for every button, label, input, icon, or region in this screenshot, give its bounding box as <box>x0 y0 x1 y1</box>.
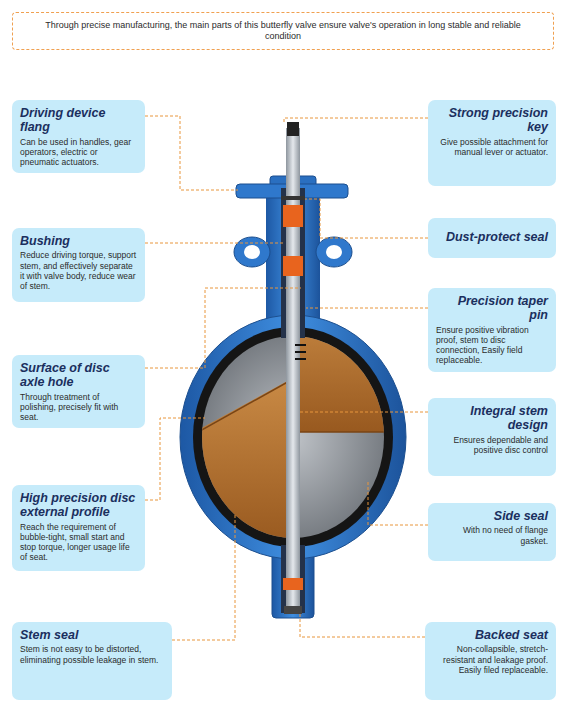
stem-cap <box>284 606 302 614</box>
leader-line <box>145 116 238 190</box>
callout-box: Integral stem designEnsures dependable a… <box>428 398 556 476</box>
leader-line <box>145 418 205 500</box>
callout-heading: Precision taper pin <box>436 294 548 323</box>
callout-text: Through treatment of polishing, precisel… <box>20 392 137 423</box>
callout-heading: Backed seat <box>433 628 548 642</box>
callout-box: Strong precision keyGive possible attach… <box>428 100 556 186</box>
callout-box: Driving device flangCan be used in handl… <box>12 100 145 173</box>
leader-line <box>284 118 428 124</box>
leader-line <box>305 199 428 238</box>
pin-mark <box>295 358 306 360</box>
callout-text: With no need of flange gasket. <box>436 525 548 545</box>
stem-key <box>287 122 299 136</box>
leader-line <box>145 243 283 244</box>
bushing <box>283 578 303 590</box>
callout-heading: Driving device flang <box>20 106 137 135</box>
callout-box: High precision disc external profileReac… <box>12 485 145 571</box>
lug-hole <box>244 245 260 259</box>
callout-heading: Integral stem design <box>436 404 548 433</box>
callout-text: Ensure positive vibration proof, stem to… <box>436 325 548 366</box>
callout-text: Stem is not easy to be distorted, elimin… <box>20 644 164 664</box>
callout-text: Give possible attachment for manual leve… <box>436 137 548 157</box>
callout-box: Backed seatNon-collapsible, stretch-resi… <box>425 622 556 700</box>
callout-heading: Strong precision key <box>436 106 548 135</box>
callout-text: Non-collapsible, stretch-resistant and l… <box>433 644 548 675</box>
callout-box: Side sealWith no need of flange gasket. <box>428 503 556 561</box>
disc-edge <box>200 379 293 431</box>
valve-lug <box>234 237 270 267</box>
callout-box: Stem sealStem is not easy to be distorte… <box>12 622 172 700</box>
banner-text: Through precise manufacturing, the main … <box>27 20 539 42</box>
callout-text: Can be used in handles, gear operators, … <box>20 137 137 168</box>
callout-heading: Surface of disc axle hole <box>20 361 137 390</box>
lug-hole <box>326 245 342 259</box>
leader-line <box>172 515 235 640</box>
disc-edge <box>293 431 400 433</box>
pin-mark <box>295 351 306 353</box>
leader-line <box>306 308 428 309</box>
taper-pin <box>295 345 306 359</box>
dust-seal <box>281 196 305 200</box>
banner-box: Through precise manufacturing, the main … <box>12 12 554 50</box>
callout-heading: Bushing <box>20 234 137 248</box>
callout-heading: Dust-protect seal <box>436 230 548 244</box>
callout-heading: High precision disc external profile <box>20 491 137 520</box>
callout-box: Dust-protect seal <box>428 218 556 258</box>
callout-heading: Stem seal <box>20 628 164 642</box>
callout-heading: Side seal <box>436 509 548 523</box>
pin-mark <box>295 344 306 346</box>
leader-line <box>368 480 428 525</box>
leader-line <box>300 614 425 637</box>
callout-box: Precision taper pinEnsure positive vibra… <box>428 288 556 372</box>
callout-text: Reduce driving torque, support stem, and… <box>20 250 137 291</box>
leader-line <box>300 412 428 413</box>
bushing <box>283 256 303 276</box>
leader-line <box>145 288 301 368</box>
callout-box: BushingReduce driving torque, support st… <box>12 228 145 302</box>
callout-box: Surface of disc axle holeThrough treatme… <box>12 355 145 428</box>
valve-lug <box>316 237 352 267</box>
bushing <box>283 205 303 227</box>
callout-text: Reach the requirement of bubble-tight, s… <box>20 522 137 563</box>
callout-text: Ensures dependable and positive disc con… <box>436 435 548 455</box>
leader-lines <box>145 116 428 640</box>
disc-half <box>185 378 293 545</box>
